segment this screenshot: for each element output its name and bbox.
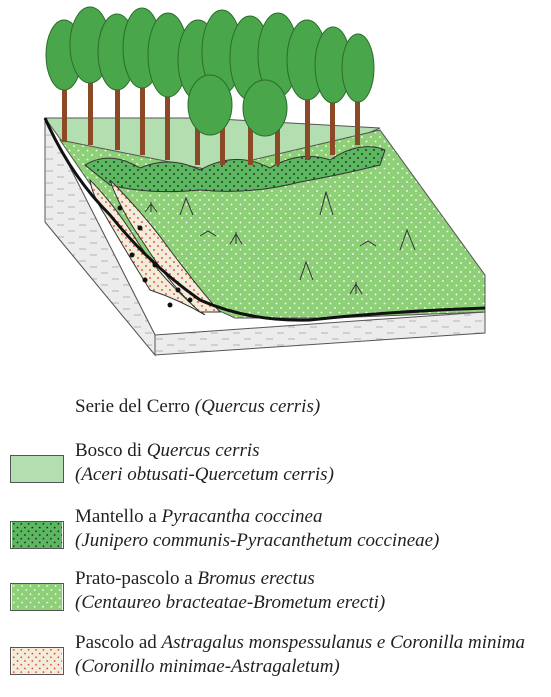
swatch-pasture [10, 647, 64, 675]
legend-association: (Coronillo minimae-Astragaletum) [75, 656, 340, 677]
swatch-meadow [10, 583, 64, 611]
legend-item-meadow: Prato-pascolo a Bromus erectus (Centaure… [0, 568, 551, 624]
legend-item-forest: Bosco di Quercus cerris (Aceri obtusati-… [0, 440, 551, 496]
legend-item-mantle: Mantello a Pyracantha coccinea (Junipero… [0, 506, 551, 562]
swatch-forest [10, 455, 64, 483]
pasture-tongue [89, 178, 206, 316]
legend-association: (Junipero communis-Pyracanthetum coccine… [75, 530, 440, 551]
pasture-strip [109, 179, 222, 313]
legend-title: Serie del Cerro (Quercus cerris) [75, 396, 321, 417]
legend-label: Prato-pascolo a Bromus erectus [75, 568, 315, 589]
legend-label: Pascolo ad Astragalus monspessulanus e C… [75, 632, 526, 653]
swatch-mantle [10, 521, 64, 549]
forest-trees [45, 6, 375, 165]
legend-label: Bosco di Quercus cerris [75, 440, 260, 461]
legend-association: (Centaureo bracteatae-Brometum erecti) [75, 592, 386, 613]
pasture-plant-symbols [117, 205, 193, 308]
vegetation-series-diagram [43, 6, 486, 357]
legend-label: Mantello a Pyracantha coccinea [75, 506, 323, 527]
meadow-shrubs [144, 190, 416, 295]
legend-association: (Aceri obtusati-Quercetum cerris) [75, 464, 334, 485]
legend-item-pasture: Pascolo ad Astragalus monspessulanus e C… [0, 632, 551, 688]
rock-base-front [154, 311, 486, 356]
slope-edge-line [43, 117, 486, 322]
